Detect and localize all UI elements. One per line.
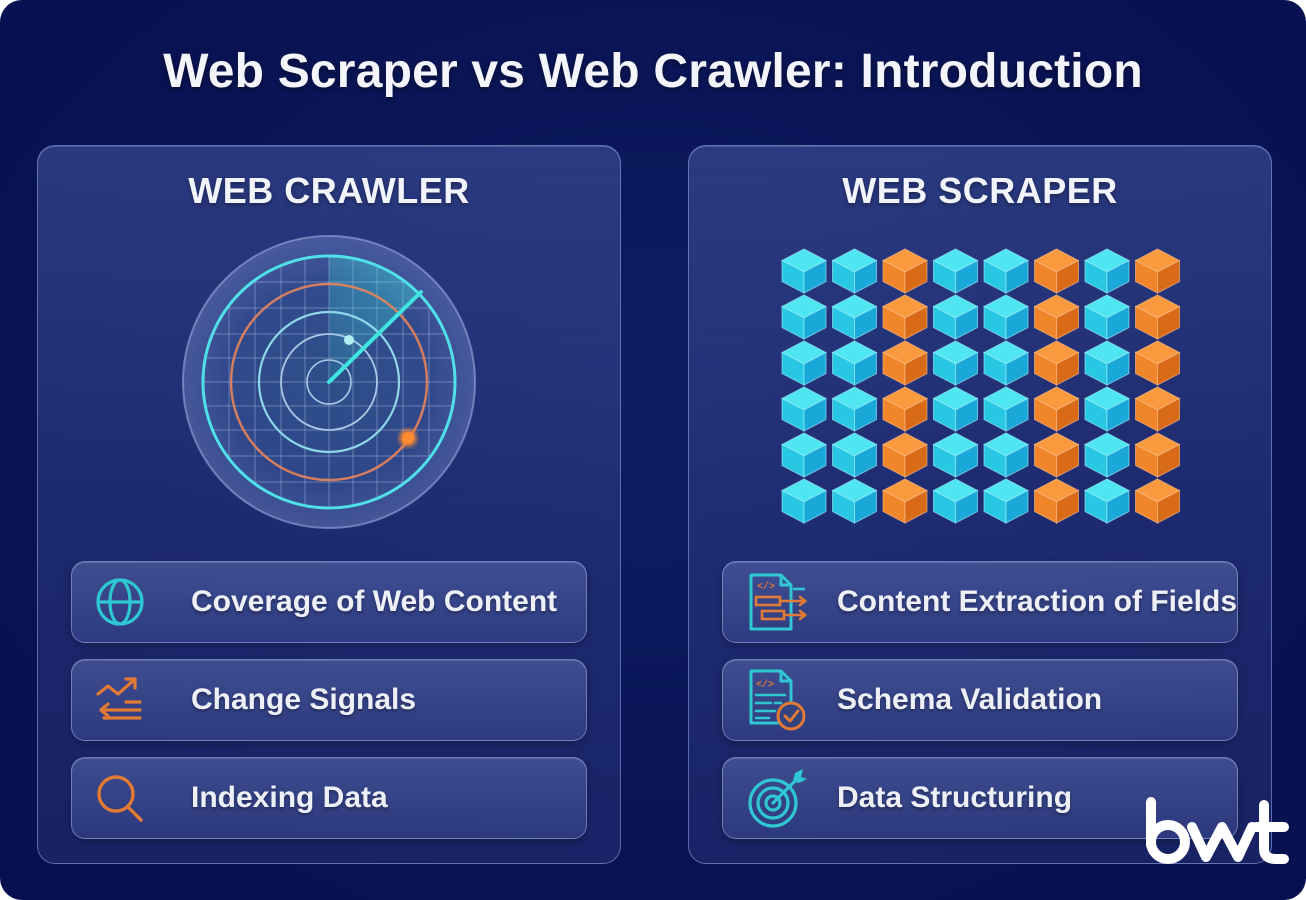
cube bbox=[1134, 248, 1181, 294]
globe-icon bbox=[96, 578, 144, 626]
cube bbox=[780, 248, 828, 294]
cube bbox=[1083, 478, 1131, 524]
trend-arrows-icon bbox=[96, 677, 142, 720]
cube bbox=[831, 386, 878, 432]
cube bbox=[1033, 432, 1080, 478]
cube bbox=[881, 340, 929, 386]
bwt-logo bbox=[1146, 797, 1289, 864]
radar-icon bbox=[182, 235, 476, 529]
cube bbox=[780, 340, 828, 386]
cube bbox=[932, 432, 979, 478]
web-scraper-panel: WEB SCRAPER </> Content Extraction of Fi… bbox=[688, 145, 1272, 864]
cube bbox=[982, 340, 1030, 386]
cube bbox=[1083, 340, 1131, 386]
search-icon bbox=[97, 775, 143, 822]
svg-text:</>: </> bbox=[757, 581, 775, 593]
code-extract-icon: </> bbox=[749, 573, 808, 631]
schema-check-icon: </> bbox=[749, 669, 806, 731]
cube bbox=[932, 478, 979, 524]
cube bbox=[1033, 478, 1080, 524]
cube bbox=[1083, 432, 1131, 478]
feature-schema-validation: </> Schema Validation bbox=[722, 659, 1238, 741]
cube bbox=[1134, 340, 1181, 386]
web-crawler-panel: WEB CRAWLER bbox=[37, 145, 621, 864]
cube bbox=[1134, 432, 1181, 478]
cube bbox=[1033, 386, 1080, 432]
cube bbox=[881, 432, 929, 478]
feature-label: Content Extraction of Fields bbox=[837, 585, 1238, 618]
cube bbox=[881, 386, 929, 432]
cube bbox=[780, 432, 828, 478]
cube bbox=[831, 248, 878, 294]
panel-title-crawler: WEB CRAWLER bbox=[188, 170, 470, 211]
cube bbox=[1083, 248, 1131, 294]
cube bbox=[932, 248, 979, 294]
feature-label: Schema Validation bbox=[837, 683, 1103, 716]
feature-label: Data Structuring bbox=[837, 781, 1073, 814]
cube bbox=[1083, 386, 1131, 432]
cube bbox=[982, 478, 1030, 524]
cube bbox=[932, 340, 979, 386]
cube bbox=[1033, 340, 1080, 386]
cube bbox=[982, 248, 1030, 294]
target-icon bbox=[748, 769, 807, 828]
cube bbox=[1134, 478, 1181, 524]
feature-change-signals: Change Signals bbox=[71, 659, 587, 741]
cube bbox=[932, 294, 979, 340]
cube bbox=[831, 340, 878, 386]
cube-grid bbox=[780, 248, 1181, 524]
cube bbox=[1033, 248, 1080, 294]
cube bbox=[982, 294, 1030, 340]
feature-label: Change Signals bbox=[191, 683, 417, 716]
feature-indexing-data: Indexing Data bbox=[71, 757, 587, 839]
cube bbox=[780, 294, 828, 340]
feature-label: Indexing Data bbox=[191, 781, 388, 814]
feature-content-extraction-of-fields: </> Content Extraction of Fields bbox=[722, 561, 1238, 643]
feature-coverage-of-web-content: Coverage of Web Content bbox=[71, 561, 587, 643]
cube bbox=[1033, 294, 1080, 340]
cube bbox=[982, 432, 1030, 478]
cube bbox=[881, 294, 929, 340]
cube bbox=[831, 432, 878, 478]
page-title: Web Scraper vs Web Crawler: Introduction bbox=[163, 45, 1143, 98]
cube bbox=[881, 248, 929, 294]
cube bbox=[780, 478, 828, 524]
cube bbox=[1134, 386, 1181, 432]
cube bbox=[780, 386, 828, 432]
panel-title-scraper: WEB SCRAPER bbox=[842, 170, 1118, 211]
cube bbox=[932, 386, 979, 432]
feature-label: Coverage of Web Content bbox=[191, 585, 558, 618]
svg-text:</>: </> bbox=[756, 679, 774, 691]
cube bbox=[881, 478, 929, 524]
cube bbox=[831, 294, 878, 340]
cube bbox=[982, 386, 1030, 432]
cube bbox=[1134, 294, 1181, 340]
cube bbox=[1083, 294, 1131, 340]
cube bbox=[831, 478, 878, 524]
